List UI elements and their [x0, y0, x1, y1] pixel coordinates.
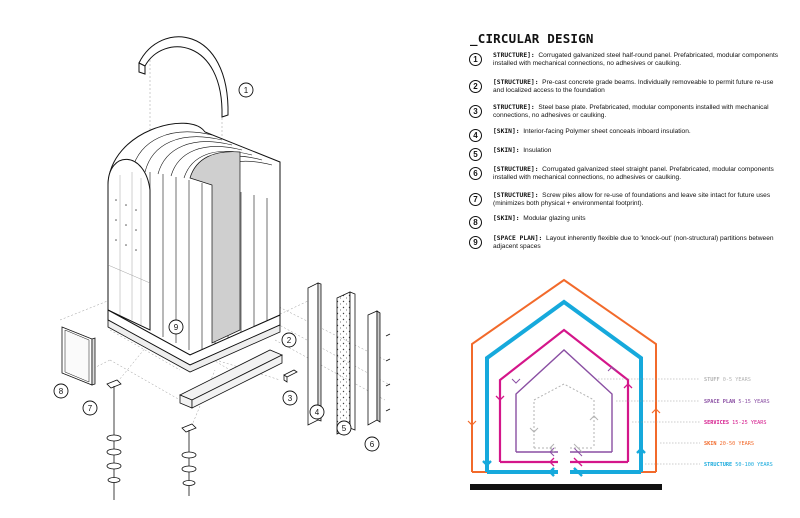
svg-text:7: 7	[88, 404, 93, 413]
layer-years: 50-100 YEARS	[735, 462, 772, 468]
layer-ring-skin	[467, 278, 661, 477]
legend-item-8: 8 [SKIN]: Modular glazing units	[469, 215, 789, 229]
legend-text: Layout inherently flexible due to 'knock…	[493, 235, 774, 251]
layer-label: SKIN 20-50 YEARS	[704, 441, 754, 447]
legend-category: STRUCTURE]:	[493, 104, 535, 111]
legend-item-7: 7 [STRUCTURE]: Screw piles allow for re-…	[469, 192, 789, 209]
layer-years: 5-15 YEARS	[738, 399, 769, 405]
straight-panel	[367, 310, 381, 426]
legend-item-4: 4 [SKIN]: Interior-facing Polymer sheet …	[469, 128, 789, 142]
callout-5: 5	[336, 420, 352, 436]
svg-text:8: 8	[59, 387, 64, 396]
svg-text:6: 6	[370, 440, 375, 449]
svg-text:1: 1	[244, 86, 249, 95]
layer-name: SERVICES	[704, 420, 732, 426]
legend-number: 4	[469, 129, 482, 142]
callout-9: 9	[168, 319, 184, 335]
legend-text: Interior-facing Polymer sheet conceals i…	[523, 128, 691, 135]
legend-text: Corrugated galvanized steel straight pan…	[493, 166, 774, 182]
svg-text:9: 9	[174, 323, 179, 332]
legend-text: Screw piles allow for re-use of foundati…	[493, 192, 771, 208]
legend-category: [SPACE PLAN]:	[493, 235, 543, 242]
layer-name: SKIN	[704, 441, 720, 447]
svg-text:4: 4	[315, 408, 320, 417]
legend-item-2: 2 [STRUCTURE]: Pre-cast concrete grade b…	[469, 79, 789, 96]
legend-number: 8	[469, 216, 482, 229]
legend-text: Corrugated galvanized steel half-round p…	[493, 52, 779, 68]
layer-ring-stuff	[529, 383, 599, 453]
callout-6: 6	[364, 436, 380, 452]
legend-text: Pre-cast concrete grade beams. Individua…	[493, 79, 774, 95]
svg-text:3: 3	[288, 394, 293, 403]
polymer-sheet	[307, 282, 322, 426]
legend-text: Insulation	[523, 147, 552, 154]
screw-pile-left	[106, 379, 122, 500]
callout-1: 1	[238, 82, 254, 98]
legend-category: [SKIN]:	[493, 215, 520, 222]
legend-category: [SKIN]:	[493, 147, 520, 154]
insulation-panel	[336, 291, 356, 435]
legend-category: [STRUCTURE]:	[493, 192, 539, 199]
layer-label: SERVICES 15-25 YEARS	[704, 420, 766, 426]
callout-4: 4	[309, 404, 325, 420]
layer-label: STRUCTURE 50-100 YEARS	[704, 462, 773, 468]
layer-years: 20-50 YEARS	[720, 441, 754, 447]
callout-7: 7	[82, 400, 98, 416]
shearing-layers-diagram: SKIN 20-50 YEARS STRUCTURE 50-100 YEARS SE…	[467, 278, 773, 490]
callout-3: 3	[282, 390, 298, 406]
layer-years: 15-25 YEARS	[732, 420, 766, 426]
legend-number: 3	[469, 105, 482, 118]
legend-category: [STRUCTURE]:	[493, 79, 539, 86]
grade-beam	[179, 349, 283, 409]
tick-marks	[385, 333, 391, 412]
legend-category: STRUCTURE]:	[493, 52, 535, 59]
legend-item-6: 6 [STRUCTURE]: Corrugated galvanized ste…	[469, 166, 789, 183]
exploded-axonometric: 1 2 3 4 5 6 7 8 9	[53, 36, 391, 500]
glazing-unit	[61, 326, 96, 386]
legend-item-5: 5 [SKIN]: Insulation	[469, 147, 789, 161]
layer-ring-structure	[482, 299, 646, 477]
legend-number: 7	[469, 193, 482, 206]
layer-label: SPACE PLAN 5-15 YEARS	[704, 399, 770, 405]
layer-ring-space-plan	[511, 349, 617, 457]
legend-item-3: 3 STRUCTURE]: Steel base plate. Prefabri…	[469, 104, 789, 121]
legend-number: 5	[469, 148, 482, 161]
legend-item-1: 1 STRUCTURE]: Corrugated galvanized stee…	[469, 52, 789, 69]
legend-number: 6	[469, 167, 482, 180]
screw-pile-right	[181, 423, 197, 496]
svg-text:5: 5	[342, 424, 347, 433]
callouts: 1 2 3 4 5 6 7 8 9	[53, 82, 380, 452]
legend-category: [SKIN]:	[493, 128, 520, 135]
svg-text:2: 2	[287, 336, 292, 345]
arch-panel	[138, 36, 229, 118]
legend-number: 9	[469, 236, 482, 249]
callout-2: 2	[281, 332, 297, 348]
legend-text: Steel base plate. Prefabricated, modular…	[493, 104, 769, 120]
legend-category: [STRUCTURE]:	[493, 166, 539, 173]
layer-name: SPACE PLAN	[704, 399, 738, 405]
layer-label: STUFF 0-5 YEARS	[704, 377, 751, 383]
legend-text: Modular glazing units	[523, 215, 586, 222]
layer-ring-services	[495, 328, 633, 467]
ground-line	[470, 484, 662, 490]
legend-number: 2	[469, 80, 482, 93]
layer-years: 0-5 YEARS	[723, 377, 751, 383]
callout-8: 8	[53, 383, 69, 399]
arched-pod	[107, 122, 281, 373]
page-title: _CIRCULAR DESIGN	[470, 31, 594, 46]
base-plate	[283, 369, 298, 383]
layer-name: STUFF	[704, 377, 723, 383]
legend-item-9: 9 [SPACE PLAN]: Layout inherently flexib…	[469, 235, 789, 252]
layer-name: STRUCTURE	[704, 462, 735, 468]
legend-number: 1	[469, 53, 482, 66]
